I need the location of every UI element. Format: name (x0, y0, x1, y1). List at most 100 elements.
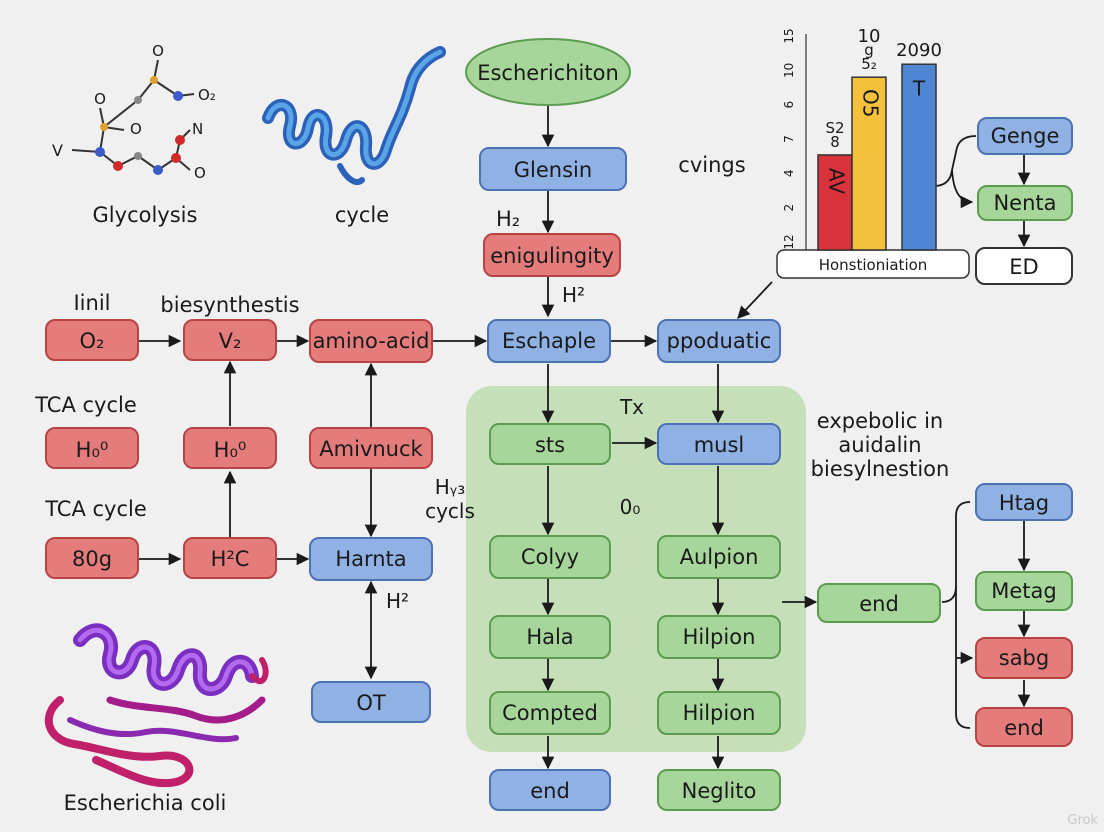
svg-text:end: end (530, 779, 570, 803)
node-hilpion-1[interactable]: Hilpion (657, 615, 781, 659)
label-o0: 0₀ (620, 495, 641, 519)
chart-y-tick-label: 10 (782, 63, 796, 78)
svg-text:ED: ED (1009, 255, 1038, 279)
node-nenta[interactable]: Nenta (977, 185, 1073, 221)
node-metag[interactable]: Metag (975, 571, 1073, 611)
node-sabg[interactable]: sabg (975, 637, 1073, 679)
svg-text:V₂: V₂ (219, 329, 242, 353)
chart-bar (817, 154, 853, 251)
node-enigulingity[interactable]: enigulingity (483, 233, 621, 277)
node-harnta[interactable]: Harnta (309, 537, 433, 581)
svg-text:Glensin: Glensin (514, 158, 592, 182)
label-cycle: cycle (335, 203, 389, 227)
label-h2-c: H² (386, 589, 409, 613)
svg-text:O: O (152, 42, 164, 60)
node-musl[interactable]: musl (657, 423, 781, 465)
node-aulpion[interactable]: Aulpion (657, 535, 781, 579)
watermark: Grok (1067, 813, 1098, 828)
svg-text:Eschaple: Eschaple (502, 329, 596, 353)
node-amivnuck[interactable]: Amivnuck (309, 427, 433, 469)
label-cvings: cvings (678, 153, 745, 177)
label-tx: Tx (619, 395, 644, 419)
node-neglito[interactable]: Neglito (657, 769, 781, 811)
molecule-icon: O O O₂ O V N O (52, 42, 216, 182)
chart-xlabel: Honstioniation (819, 256, 928, 274)
svg-text:OT: OT (356, 691, 386, 715)
svg-text:Harnta: Harnta (335, 547, 406, 571)
node-compted[interactable]: Compted (489, 691, 611, 735)
svg-text:sts: sts (535, 433, 565, 457)
svg-text:Neglito: Neglito (682, 779, 757, 803)
svg-text:H²C: H²C (211, 547, 250, 571)
svg-text:Htag: Htag (999, 491, 1049, 515)
chart-y-tick-label: 15 (782, 28, 796, 43)
svg-text:O₂: O₂ (80, 329, 105, 353)
label-tca-2: TCA cycle (44, 497, 147, 521)
svg-text:Hilpion: Hilpion (683, 701, 756, 725)
label-ecoli: Escherichia coli (64, 791, 227, 815)
node-h0-right[interactable]: H₀⁰ (183, 427, 277, 469)
node-hilpion-2[interactable]: Hilpion (657, 691, 781, 735)
node-ed[interactable]: ED (975, 247, 1073, 285)
svg-text:sabg: sabg (999, 646, 1049, 670)
node-o2[interactable]: O₂ (45, 319, 139, 361)
chart-above-bar-label: 2090 (896, 40, 942, 61)
svg-text:Hilpion: Hilpion (683, 625, 756, 649)
chart-y-tick-label: 6 (782, 101, 796, 109)
svg-text:enigulingity: enigulingity (490, 244, 614, 268)
chart-y-tick-label: 2 (782, 204, 796, 212)
node-h0-left[interactable]: H₀⁰ (45, 427, 139, 469)
node-end-right[interactable]: end (975, 707, 1073, 747)
chart-bar-label: AV (825, 168, 849, 194)
svg-text:end: end (1004, 716, 1044, 740)
chart-bar (901, 63, 937, 251)
node-ppoduatic[interactable]: ppoduatic (657, 319, 781, 363)
svg-text:end: end (859, 592, 899, 616)
node-glensin[interactable]: Glensin (479, 147, 627, 191)
svg-text:H₀⁰: H₀⁰ (76, 438, 109, 462)
svg-text:musl: musl (694, 433, 745, 457)
label-biesynthestis: biesynthestis (160, 293, 299, 317)
svg-text:V: V (52, 141, 63, 160)
edge-end-bracket-low (955, 586, 971, 729)
svg-text:Compted: Compted (502, 701, 598, 725)
node-h2c[interactable]: H²C (183, 537, 277, 579)
label-glycolysis: Glycolysis (93, 203, 198, 227)
node-end-bottom[interactable]: end (489, 769, 611, 811)
node-colyy[interactable]: Colyy (489, 535, 611, 579)
chart-bar-label: O5 (859, 89, 883, 117)
node-80g[interactable]: 80g (45, 537, 139, 579)
edge-chart-ppoduatic (737, 281, 773, 319)
svg-text:N: N (192, 120, 203, 138)
svg-text:O₂: O₂ (198, 86, 216, 104)
node-v2[interactable]: V₂ (183, 319, 277, 361)
svg-text:amino-acid: amino-acid (313, 329, 430, 353)
svg-text:Amivnuck: Amivnuck (319, 437, 423, 461)
node-escherichiton[interactable]: Escherichiton (465, 38, 631, 106)
edge-genge-bracket (933, 135, 977, 187)
svg-text:Colyy: Colyy (521, 545, 579, 569)
node-genge[interactable]: Genge (977, 117, 1073, 155)
svg-text:O: O (194, 164, 206, 182)
node-end-mid[interactable]: end (817, 583, 941, 623)
chart-extra-top-label: 10 (858, 26, 881, 47)
node-htag[interactable]: Htag (975, 483, 1073, 521)
svg-text:ppoduatic: ppoduatic (667, 329, 772, 353)
label-linil: Iinil (73, 291, 110, 315)
svg-text:H₀⁰: H₀⁰ (214, 438, 247, 462)
label-h2-a: H₂ (496, 207, 520, 231)
node-eschaple[interactable]: Eschaple (487, 319, 611, 363)
edge-bracket-nenta (951, 169, 974, 209)
node-ot[interactable]: OT (311, 681, 431, 723)
node-amino-acid[interactable]: amino-acid (309, 319, 433, 363)
chart-bar-label: T (912, 77, 926, 101)
node-hala[interactable]: Hala (489, 615, 611, 659)
label-tca-1: TCA cycle (34, 393, 137, 417)
chart-y-tick-label: 4 (782, 170, 796, 178)
node-sts[interactable]: sts (489, 423, 611, 465)
